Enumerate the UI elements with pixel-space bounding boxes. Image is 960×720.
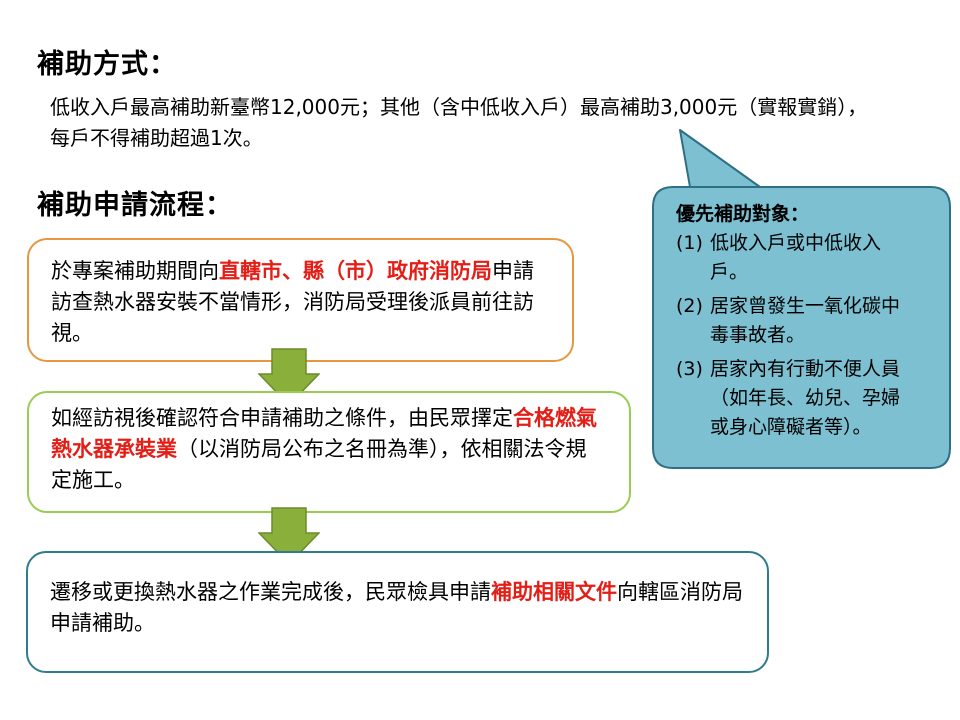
priority-item: (1) 低收入戶或中低收入戶。 [676, 229, 926, 287]
step-1-text-post: 申請訪查熱水器安裝不當情形，消防局受理後派員前往訪視。 [51, 259, 534, 345]
section2-heading: 補助申請流程： [37, 190, 233, 221]
priority-title: 優先補助對象： [676, 203, 810, 225]
priority-item-number: (3) [676, 358, 703, 380]
down-arrow-icon [258, 348, 320, 406]
step-2-highlight: 合格燃氣熱水器承裝業 [51, 406, 597, 461]
priority-item-text: 居家內有行動不便人員（如年長、幼兒、孕婦或身心障礙者等）。 [710, 358, 901, 438]
priority-list: (1) 低收入戶或中低收入戶。 (2) 居家曾發生一氧化碳中毒事故者。 (3) … [676, 229, 926, 442]
section1-heading: 補助方式： [37, 49, 177, 80]
priority-item-number: (2) [676, 295, 703, 317]
step-2-text-post: （以消防局公布之名冊為準），依相關法令規定施工。 [51, 437, 587, 492]
priority-item-text: 低收入戶或中低收入戶。 [710, 232, 882, 283]
step-3-highlight: 補助相關文件 [491, 580, 617, 604]
step-3-text-pre: 遷移或更換熱水器之作業完成後，民眾檢具申請 [50, 580, 491, 604]
step-2-text-pre: 如經訪視後確認符合申請補助之條件，由民眾擇定 [51, 406, 513, 430]
step-1-highlight: 直轄市、縣（市）政府消防局 [219, 259, 492, 283]
priority-item-number: (1) [676, 232, 703, 254]
priority-callout: 優先補助對象： (1) 低收入戶或中低收入戶。 (2) 居家曾發生一氧化碳中毒事… [676, 200, 926, 447]
step-2-box: 如經訪視後確認符合申請補助之條件，由民眾擇定合格燃氣熱水器承裝業（以消防局公布之… [27, 391, 631, 513]
priority-item: (3) 居家內有行動不便人員（如年長、幼兒、孕婦或身心障礙者等）。 [676, 355, 926, 442]
subsidy-method-text: 低收入戶最高補助新臺幣12,000元；其他（含中低收入戶）最高補助3,000元（… [50, 95, 868, 150]
down-arrow-icon [258, 507, 320, 565]
step-1-box: 於專案補助期間向直轄市、縣（市）政府消防局申請訪查熱水器安裝不當情形，消防局受理… [27, 238, 574, 362]
step-1-text-pre: 於專案補助期間向 [51, 259, 219, 283]
step-3-box: 遷移或更換熱水器之作業完成後，民眾檢具申請補助相關文件向轄區消防局申請補助。 [26, 551, 769, 673]
step-3-text-post: 向轄區消防局申請補助。 [50, 580, 743, 635]
priority-item: (2) 居家曾發生一氧化碳中毒事故者。 [676, 292, 926, 350]
priority-item-text: 居家曾發生一氧化碳中毒事故者。 [710, 295, 901, 346]
